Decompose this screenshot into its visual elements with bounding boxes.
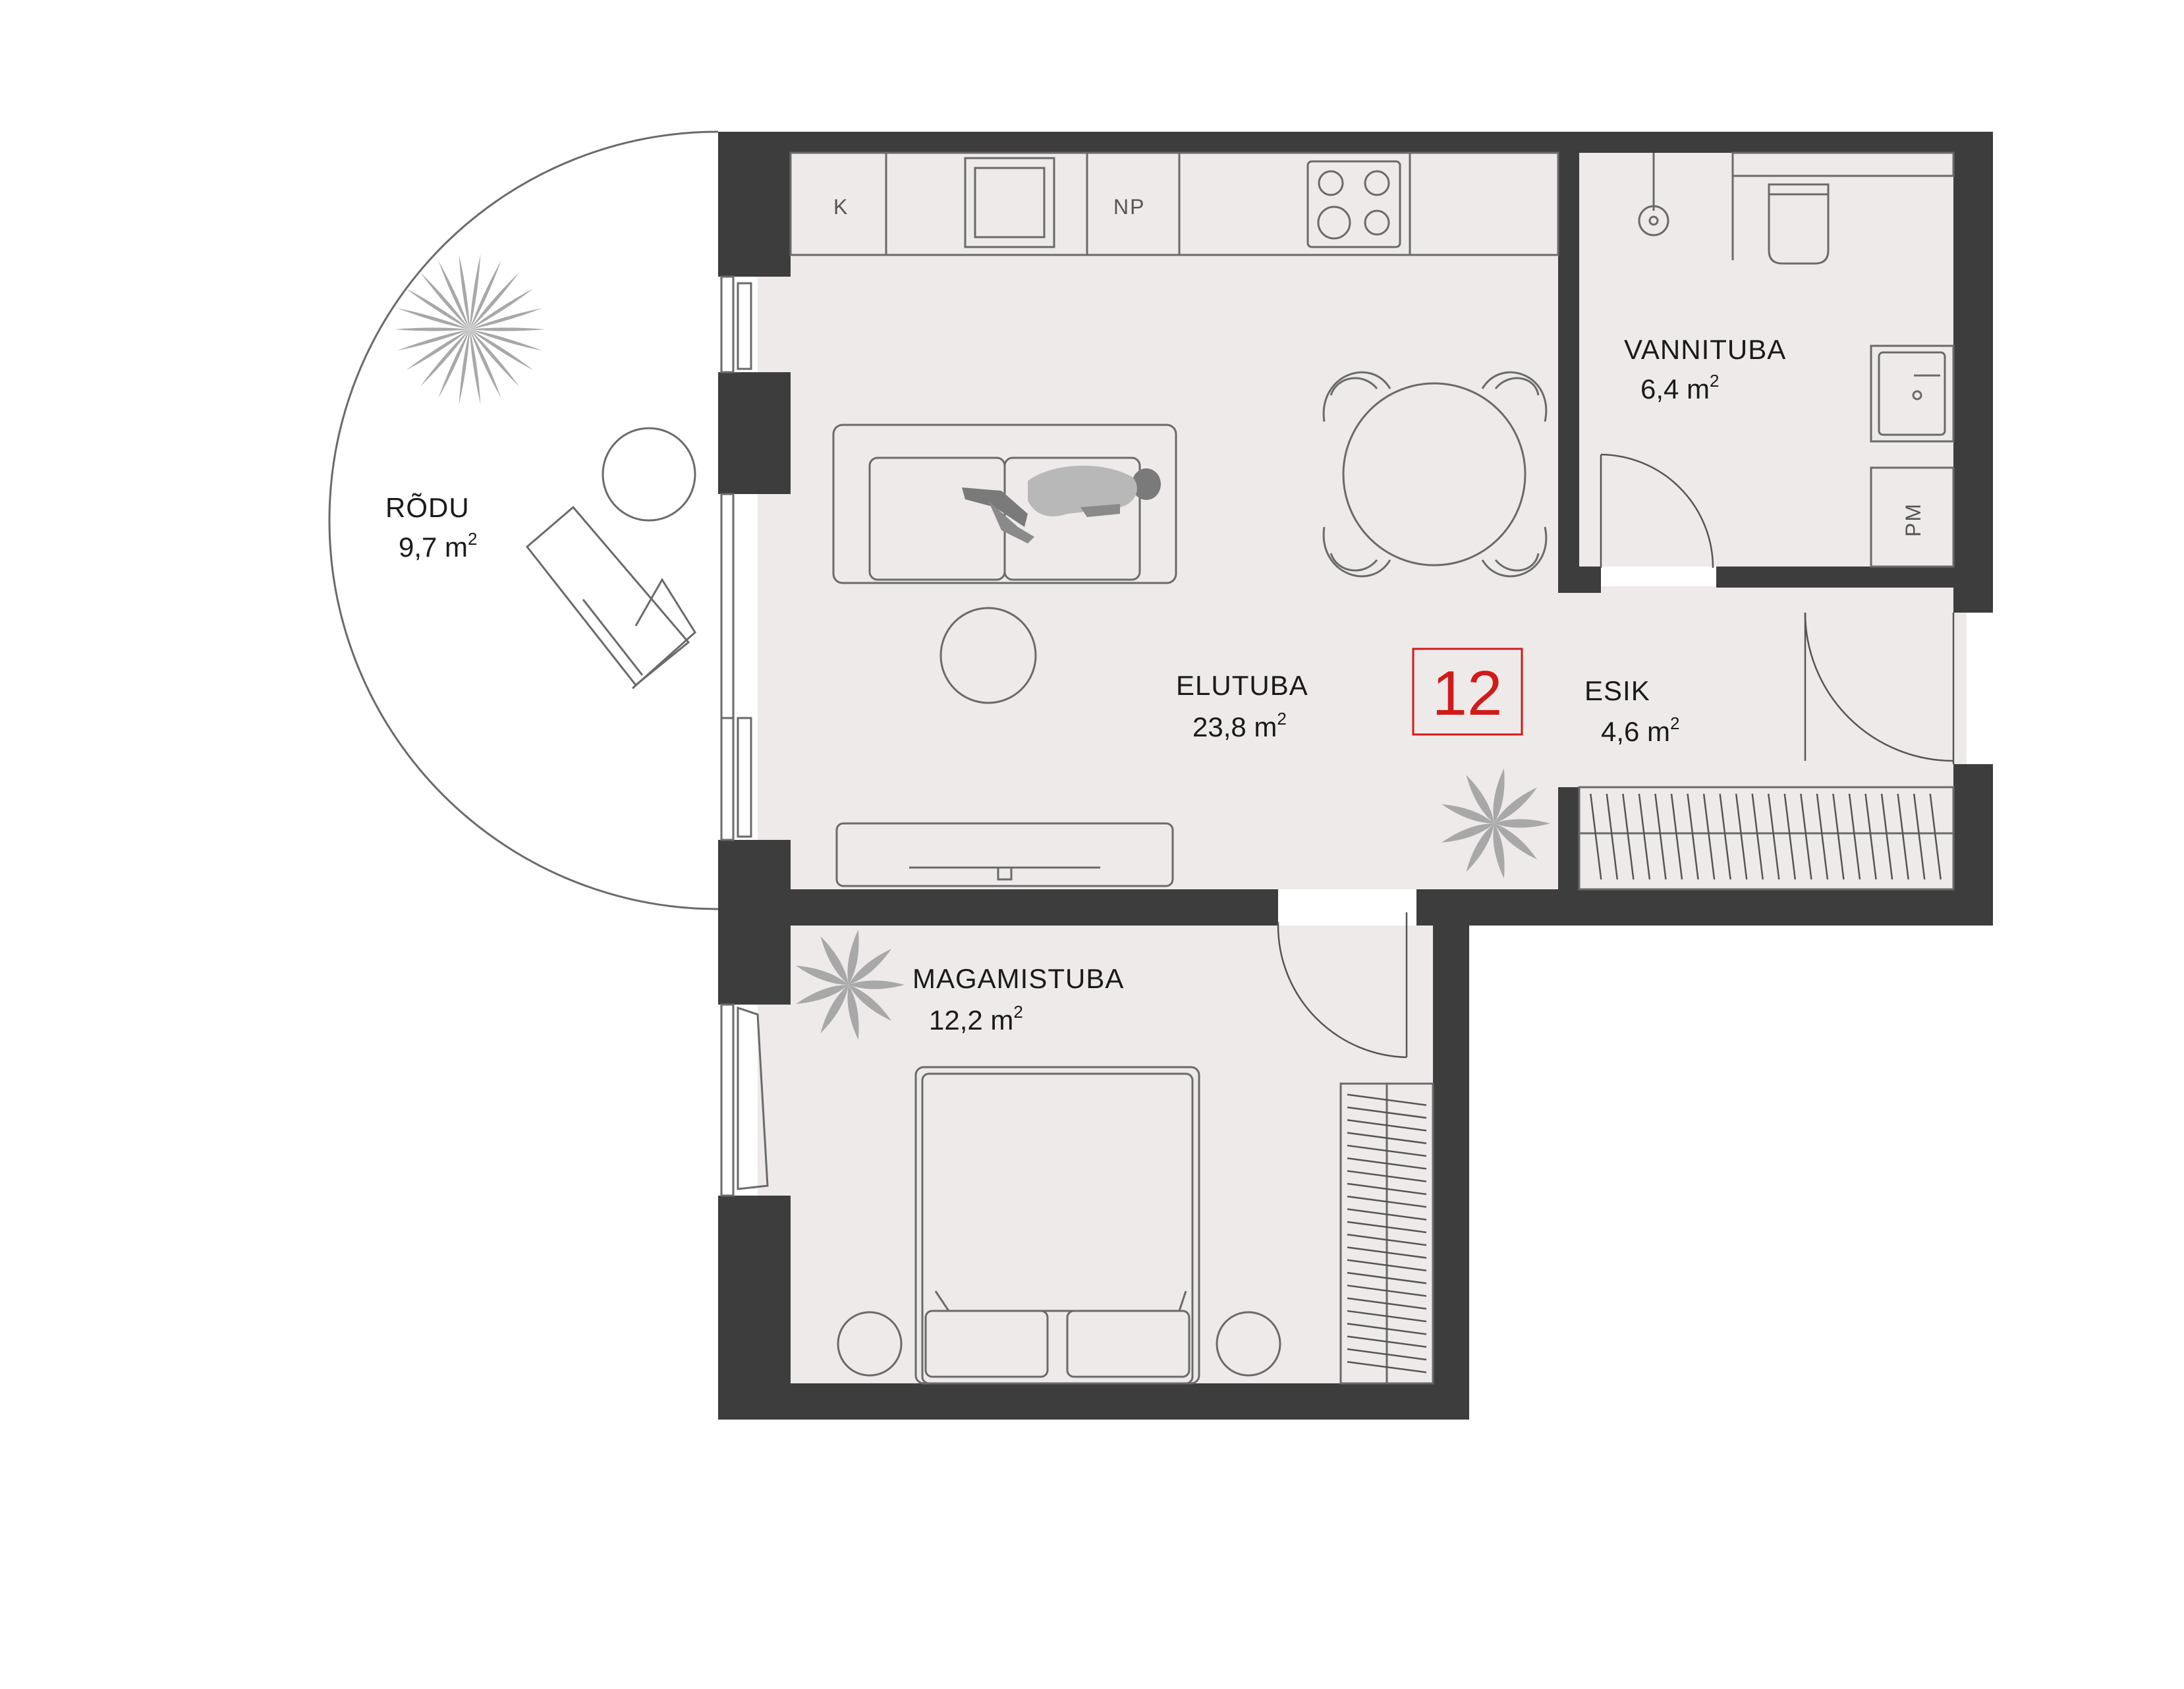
hallway-name: ESIK [1584, 675, 1650, 706]
dishwasher-label: NP [1113, 195, 1145, 219]
bathroom-floor [1578, 152, 1967, 567]
nightstand-left [837, 1311, 903, 1377]
window-4 [720, 1003, 735, 1197]
wall-left-top [718, 132, 791, 277]
apartment-number: 12 [1432, 658, 1503, 729]
window-2 [720, 493, 735, 719]
tv-stand [835, 822, 1174, 887]
washing-machine-label: PM [1901, 503, 1925, 537]
kitchen-counter: K NP [789, 152, 1559, 256]
dining-table-icon [1322, 371, 1548, 578]
washing-machine: PM [1870, 466, 1955, 568]
coffee-table [939, 607, 1037, 704]
balcony-area: 9,7 m2 [399, 529, 478, 563]
plant-icon [1442, 768, 1550, 879]
hallway-wardrobe [1578, 786, 1955, 891]
wall-bathroom-left [1558, 152, 1579, 593]
person-icon [962, 465, 1161, 543]
wall-top [718, 132, 1993, 153]
nightstand-right [1216, 1311, 1281, 1377]
window-1b [737, 282, 752, 370]
wall-left-low [718, 840, 791, 1005]
window-3b [737, 717, 752, 838]
wall-bottom [718, 1383, 1469, 1420]
bedroom-door [1277, 912, 1408, 1059]
wall-right-top [1953, 132, 1993, 613]
bedroom-name: MAGAMISTUBA [912, 963, 1124, 994]
living-name: ELUTUBA [1176, 670, 1308, 701]
wall-left-bottom [718, 1196, 791, 1420]
bathroom-name: VANNITUBA [1624, 334, 1786, 365]
wall-left-mid [718, 372, 791, 494]
bedroom-wardrobe [1339, 1082, 1434, 1385]
window-4b [737, 1006, 769, 1190]
balcony-name: RÕDU [385, 492, 470, 523]
window-3 [720, 717, 735, 841]
wall-bathroom-bottom [1716, 567, 1957, 588]
plant-icon [796, 929, 905, 1040]
bathroom-area: 6,4 m2 [1640, 371, 1720, 404]
hallway-area: 4,6 m2 [1601, 713, 1680, 747]
oven-icon [964, 157, 1055, 248]
entrance-door [1804, 612, 1955, 764]
fridge-label: K [833, 195, 849, 219]
wall-bedroom-right [1433, 926, 1469, 1420]
wall-bathroom-stub [1578, 567, 1601, 593]
balcony-table [602, 427, 696, 522]
deck-chair [525, 505, 696, 690]
wall-bottom-right [1416, 889, 1993, 926]
bed-icon [837, 1066, 1281, 1385]
hallway-floor [1558, 586, 1967, 889]
toilet-icon [1731, 152, 1955, 265]
bedroom-area: 12,2 m2 [929, 1002, 1023, 1036]
living-area: 23,8 m2 [1192, 709, 1287, 742]
plant-icon [394, 254, 546, 404]
stove-icon [1306, 160, 1401, 248]
apartment-number-badge: 12 [1412, 648, 1523, 736]
balcony-outline [328, 130, 719, 910]
windows [720, 275, 769, 1197]
bathroom-door [1600, 453, 1714, 568]
wall-living-bedroom [791, 889, 1278, 926]
sink-icon [1870, 345, 1955, 443]
window-1 [720, 275, 735, 374]
walls [718, 132, 1993, 1420]
